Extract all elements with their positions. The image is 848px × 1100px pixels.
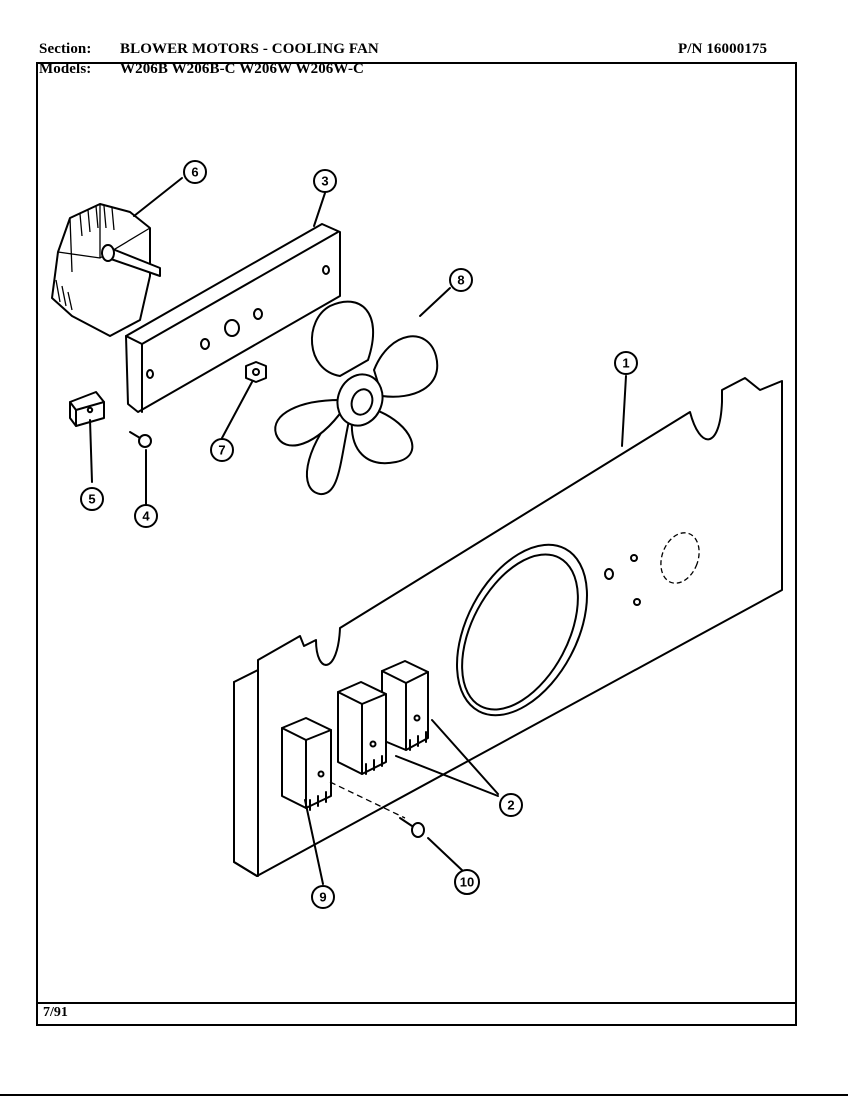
bracket-part bbox=[125, 223, 341, 413]
callout-3: 3 bbox=[313, 169, 337, 193]
callout-1: 1 bbox=[614, 351, 638, 375]
footer-divider bbox=[36, 1002, 797, 1004]
callout-10: 10 bbox=[454, 869, 480, 895]
switch-part bbox=[281, 660, 429, 811]
panel-part bbox=[233, 377, 783, 877]
callout-4: 4 bbox=[134, 504, 158, 528]
callout-9: 9 bbox=[311, 885, 335, 909]
callout-8: 8 bbox=[449, 268, 473, 292]
diagram-frame bbox=[36, 62, 797, 1026]
callout-7: 7 bbox=[210, 438, 234, 462]
section-label: Section: bbox=[39, 41, 92, 57]
models-list: W206B W206B-C W206W W206W-C bbox=[120, 61, 364, 77]
callout-10-label: 10 bbox=[460, 875, 474, 890]
screw-part bbox=[329, 781, 425, 838]
revision-date: 7/91 bbox=[43, 1005, 68, 1020]
nut-part bbox=[245, 361, 267, 383]
models-label: Models: bbox=[39, 61, 92, 77]
small-screw-part bbox=[129, 431, 152, 448]
callout-6-label: 6 bbox=[191, 165, 198, 180]
motor-part bbox=[51, 203, 161, 337]
section-title: BLOWER MOTORS - COOLING FAN bbox=[120, 41, 379, 57]
callout-9-label: 9 bbox=[319, 890, 326, 905]
fan-blade-part bbox=[274, 300, 439, 496]
page-bottom-rule bbox=[0, 1094, 848, 1096]
callout-4-label: 4 bbox=[142, 509, 150, 524]
callout-2-label: 2 bbox=[507, 798, 514, 813]
callout-7-label: 7 bbox=[218, 443, 225, 458]
callout-1-label: 1 bbox=[622, 356, 629, 371]
clip-part bbox=[69, 391, 105, 427]
callout-5: 5 bbox=[80, 487, 104, 511]
leader-lines bbox=[89, 177, 627, 885]
callout-2: 2 bbox=[499, 793, 523, 817]
callout-5-label: 5 bbox=[88, 492, 95, 507]
callout-3-label: 3 bbox=[321, 174, 328, 189]
callout-8-label: 8 bbox=[457, 273, 464, 288]
part-number: P/N 16000175 bbox=[678, 41, 768, 57]
callout-6: 6 bbox=[183, 160, 207, 184]
